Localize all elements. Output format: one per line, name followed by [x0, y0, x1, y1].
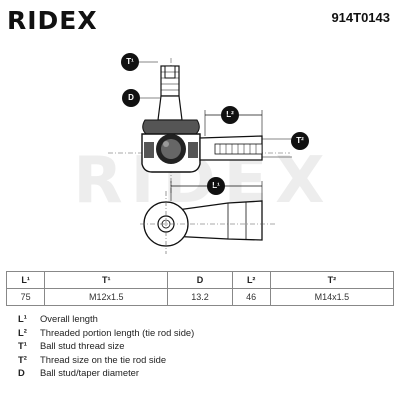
housing — [141, 119, 201, 173]
legend-key: L¹ — [18, 313, 27, 325]
specs-table: L¹ T¹ D L² T² 75 M12x1.5 13.2 46 M14x1.5 — [5, 271, 395, 306]
legend-key: D — [18, 367, 25, 379]
legend-key: L² — [18, 326, 27, 338]
legend-text: Ball stud/taper diameter — [40, 367, 140, 379]
tie-rod-arm — [199, 135, 263, 161]
col-t2-header: T² — [269, 271, 395, 289]
tie-rod-end-drawing — [108, 58, 292, 254]
legend-item: D Ball stud/taper diameter — [18, 366, 388, 380]
ball-stud — [157, 65, 183, 121]
value-l1: 75 — [5, 288, 46, 306]
value-d: 13.2 — [167, 288, 233, 306]
legend-key: T² — [18, 353, 27, 365]
legend-item: T¹ Ball stud thread size — [18, 339, 388, 353]
legend: L¹ Overall length L² Threaded portion le… — [18, 312, 388, 380]
col-d-header: D — [167, 271, 233, 289]
legend-text: Thread size on the tie rod side — [40, 353, 167, 365]
col-t1-header: T¹ — [44, 271, 169, 289]
brand-logo: RIDEX — [7, 6, 98, 35]
legend-text: Threaded portion length (tie rod side) — [40, 326, 195, 338]
tag-d: D — [122, 89, 140, 107]
col-l2-header: L² — [231, 271, 271, 289]
header: RIDEX 914T0143 — [0, 0, 400, 36]
technical-drawing: RIDEX — [0, 36, 400, 268]
legend-item: L² Threaded portion length (tie rod side… — [18, 326, 388, 340]
value-l2: 46 — [231, 288, 271, 306]
part-number: 914T0143 — [331, 10, 390, 25]
legend-text: Ball stud thread size — [40, 340, 125, 352]
specs-header-row: L¹ T¹ D L² T² — [5, 271, 395, 289]
legend-item: L¹ Overall length — [18, 312, 388, 326]
legend-item: T² Thread size on the tie rod side — [18, 353, 388, 367]
specs-value-row: 75 M12x1.5 13.2 46 M14x1.5 — [5, 288, 395, 306]
top-view — [140, 191, 275, 254]
col-l1-header: L¹ — [5, 271, 46, 289]
tag-t1: T¹ — [121, 53, 139, 71]
value-t1: M12x1.5 — [44, 288, 169, 306]
legend-key: T¹ — [18, 340, 27, 352]
legend-text: Overall length — [40, 313, 98, 325]
tag-t2: T² — [291, 132, 309, 150]
value-t2: M14x1.5 — [269, 288, 395, 306]
